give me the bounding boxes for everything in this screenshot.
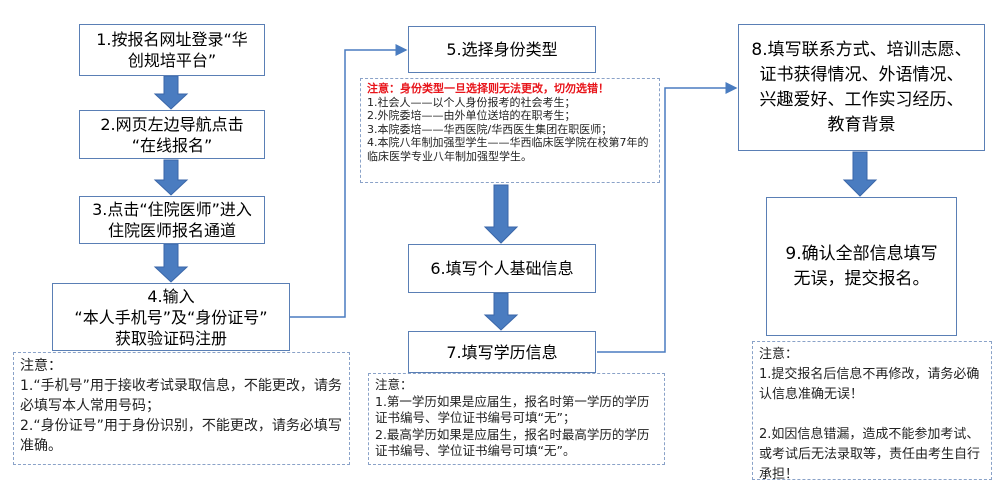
- step-7-education: 7.填写学历信息: [408, 331, 596, 373]
- arrow-down-3-4: [153, 243, 189, 283]
- step-8-contact-info: 8.填写联系方式、培训志愿、 证书获得情况、外语情况、 兴趣爱好、工作实习经历、…: [738, 24, 985, 151]
- note-step-7: 注意： 1.第一学历如果是应届生，报名时第一学历的学历证书编号、学位证书编号可填…: [368, 373, 665, 465]
- step-2-online-signup: 2.网页左边导航点击 “在线报名”: [79, 110, 265, 159]
- step-4-register: 4.输入 “本人手机号”及“身份证号” 获取验证码注册: [52, 283, 290, 351]
- connector-4-5: [290, 44, 408, 318]
- step-1-login: 1.按报名网址登录“华 创规培平台”: [79, 24, 265, 76]
- arrow-down-8-9: [842, 151, 878, 197]
- note-step-4: 注意： 1.“手机号”用于接收考试录取信息，不能更改，请务必填写本人常用号码； …: [13, 352, 350, 465]
- step-6-basic-info: 6.填写个人基础信息: [408, 244, 596, 293]
- connector-7-8: [597, 82, 738, 353]
- arrow-down-5-6: [483, 184, 519, 244]
- step-3-resident-channel: 3.点击“住院医师”进入 住院医师报名通道: [79, 196, 265, 244]
- note-step-5: 注意：身份类型一旦选择则无法更改，切勿选错！1.社会人——以个人身份报考的社会考…: [360, 78, 660, 183]
- arrow-down-1-2: [153, 75, 189, 110]
- arrow-down-2-3: [153, 159, 189, 196]
- note-step-9: 注意： 1.提交报名后信息不再修改，请务必确认信息准确无误！ 2.如因信息错漏，…: [752, 341, 992, 482]
- arrow-down-6-7: [483, 292, 519, 331]
- note-step-5-body: 1.社会人——以个人身份报考的社会考生； 2.外院委培——由外单位送培的在职考生…: [367, 95, 649, 163]
- step-5-identity-type: 5.选择身份类型: [408, 26, 596, 73]
- note-step-5-warning: 注意：身份类型一旦选择则无法更改，切勿选错！: [367, 82, 609, 95]
- step-9-submit: 9.确认全部信息填写 无误，提交报名。: [766, 197, 957, 336]
